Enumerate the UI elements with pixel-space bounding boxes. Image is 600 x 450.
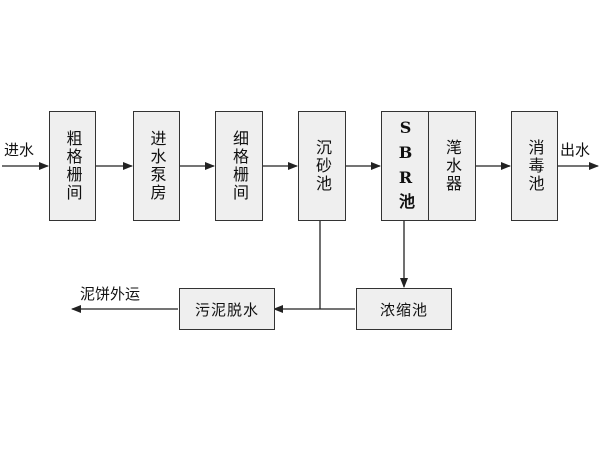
decanter-box: 滗水器 [428, 111, 476, 221]
fine-screen-label: 细格栅间 [230, 130, 249, 202]
sludge-dewatering-box: 污泥脱水 [179, 288, 275, 330]
sludge-out-label: 泥饼外运 [80, 285, 141, 303]
influent-pump-room-box: 进水泵房 [133, 111, 180, 221]
coarse-screen-label: 粗格栅间 [63, 130, 83, 202]
thickening-tank-box: 浓缩池 [356, 288, 452, 330]
decanter-label: 滗水器 [443, 139, 462, 193]
outlet-label: 出水 [560, 141, 591, 159]
disinfection-tank-box: 消毒池 [511, 111, 558, 221]
coarse-screen-box: 粗格栅间 [49, 111, 96, 221]
grit-chamber-box: 沉砂池 [298, 111, 346, 221]
thickening-tank-label: 浓缩池 [379, 300, 428, 319]
sludge-dewatering-label: 污泥脱水 [194, 300, 259, 319]
influent-pump-room-label: 进水泵房 [147, 130, 167, 202]
disinfection-tank-label: 消毒池 [525, 139, 545, 193]
grit-chamber-label: 沉砂池 [313, 139, 332, 193]
fine-screen-box: 细格栅间 [215, 111, 263, 221]
inlet-label: 进水 [4, 141, 35, 159]
sbr-tank-label: SBR池 [396, 117, 415, 215]
sbr-tank-box: SBR池 [381, 111, 429, 221]
